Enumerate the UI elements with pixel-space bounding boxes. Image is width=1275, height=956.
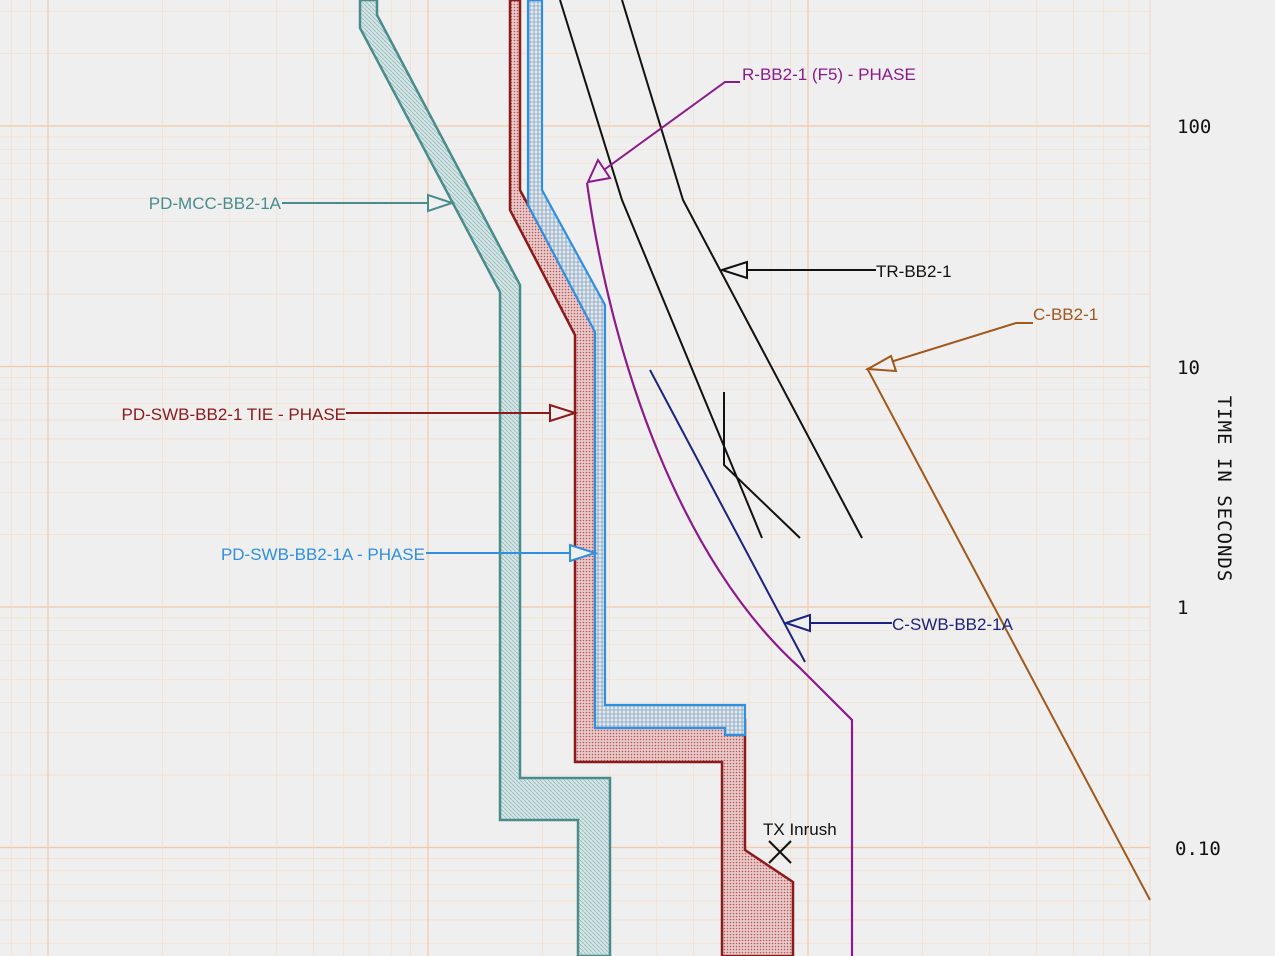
y-axis-title: TIME IN SECONDS bbox=[1213, 396, 1235, 583]
c-bb2-1-curve bbox=[866, 367, 1151, 901]
tr-bb2-1-curve-b bbox=[621, 0, 863, 539]
y-tick-label: 1 bbox=[1177, 597, 1188, 619]
tx-inrush-label: TX Inrush bbox=[763, 820, 837, 839]
pd-mcc-bb2-1a-band bbox=[358, 0, 612, 956]
tr-bb2-1-leader bbox=[718, 260, 876, 280]
r-bb2-1-f5-leader bbox=[586, 81, 740, 184]
tr-bb2-1-label: TR-BB2-1 bbox=[876, 262, 952, 281]
pd-mcc-bb2-1a-label: PD-MCC-BB2-1A bbox=[149, 194, 282, 213]
c-bb2-1-leader bbox=[864, 322, 1033, 373]
r-bb2-1-f5-curve bbox=[585, 182, 854, 956]
pd-swb-bb2-1a-band bbox=[526, 0, 747, 737]
tr-bb2-1-curve-c bbox=[723, 392, 801, 539]
c-swb-bb2-1a-leader bbox=[782, 613, 892, 633]
c-swb-bb2-1a-label: C-SWB-BB2-1A bbox=[892, 615, 1014, 634]
pd-swb-bb2-1a-label: PD-SWB-BB2-1A - PHASE bbox=[221, 545, 425, 564]
y-tick-label: 0.10 bbox=[1175, 838, 1221, 860]
pd-swb-bb2-1-tie-leader bbox=[346, 403, 579, 423]
y-tick-label: 10 bbox=[1177, 357, 1200, 379]
tr-bb2-1-curve-a bbox=[559, 0, 763, 539]
r-bb2-1-f5-label: R-BB2-1 (F5) - PHASE bbox=[742, 65, 916, 84]
c-bb2-1-label: C-BB2-1 bbox=[1033, 305, 1098, 324]
pd-mcc-bb2-1a-leader bbox=[282, 193, 456, 213]
tx-inrush-marker bbox=[768, 840, 792, 864]
y-tick-label: 100 bbox=[1177, 116, 1211, 138]
pd-swb-bb2-1a-leader bbox=[426, 543, 599, 563]
pd-swb-bb2-1-tie-label: PD-SWB-BB2-1 TIE - PHASE bbox=[121, 405, 346, 424]
c-swb-bb2-1a-curve bbox=[649, 369, 806, 663]
